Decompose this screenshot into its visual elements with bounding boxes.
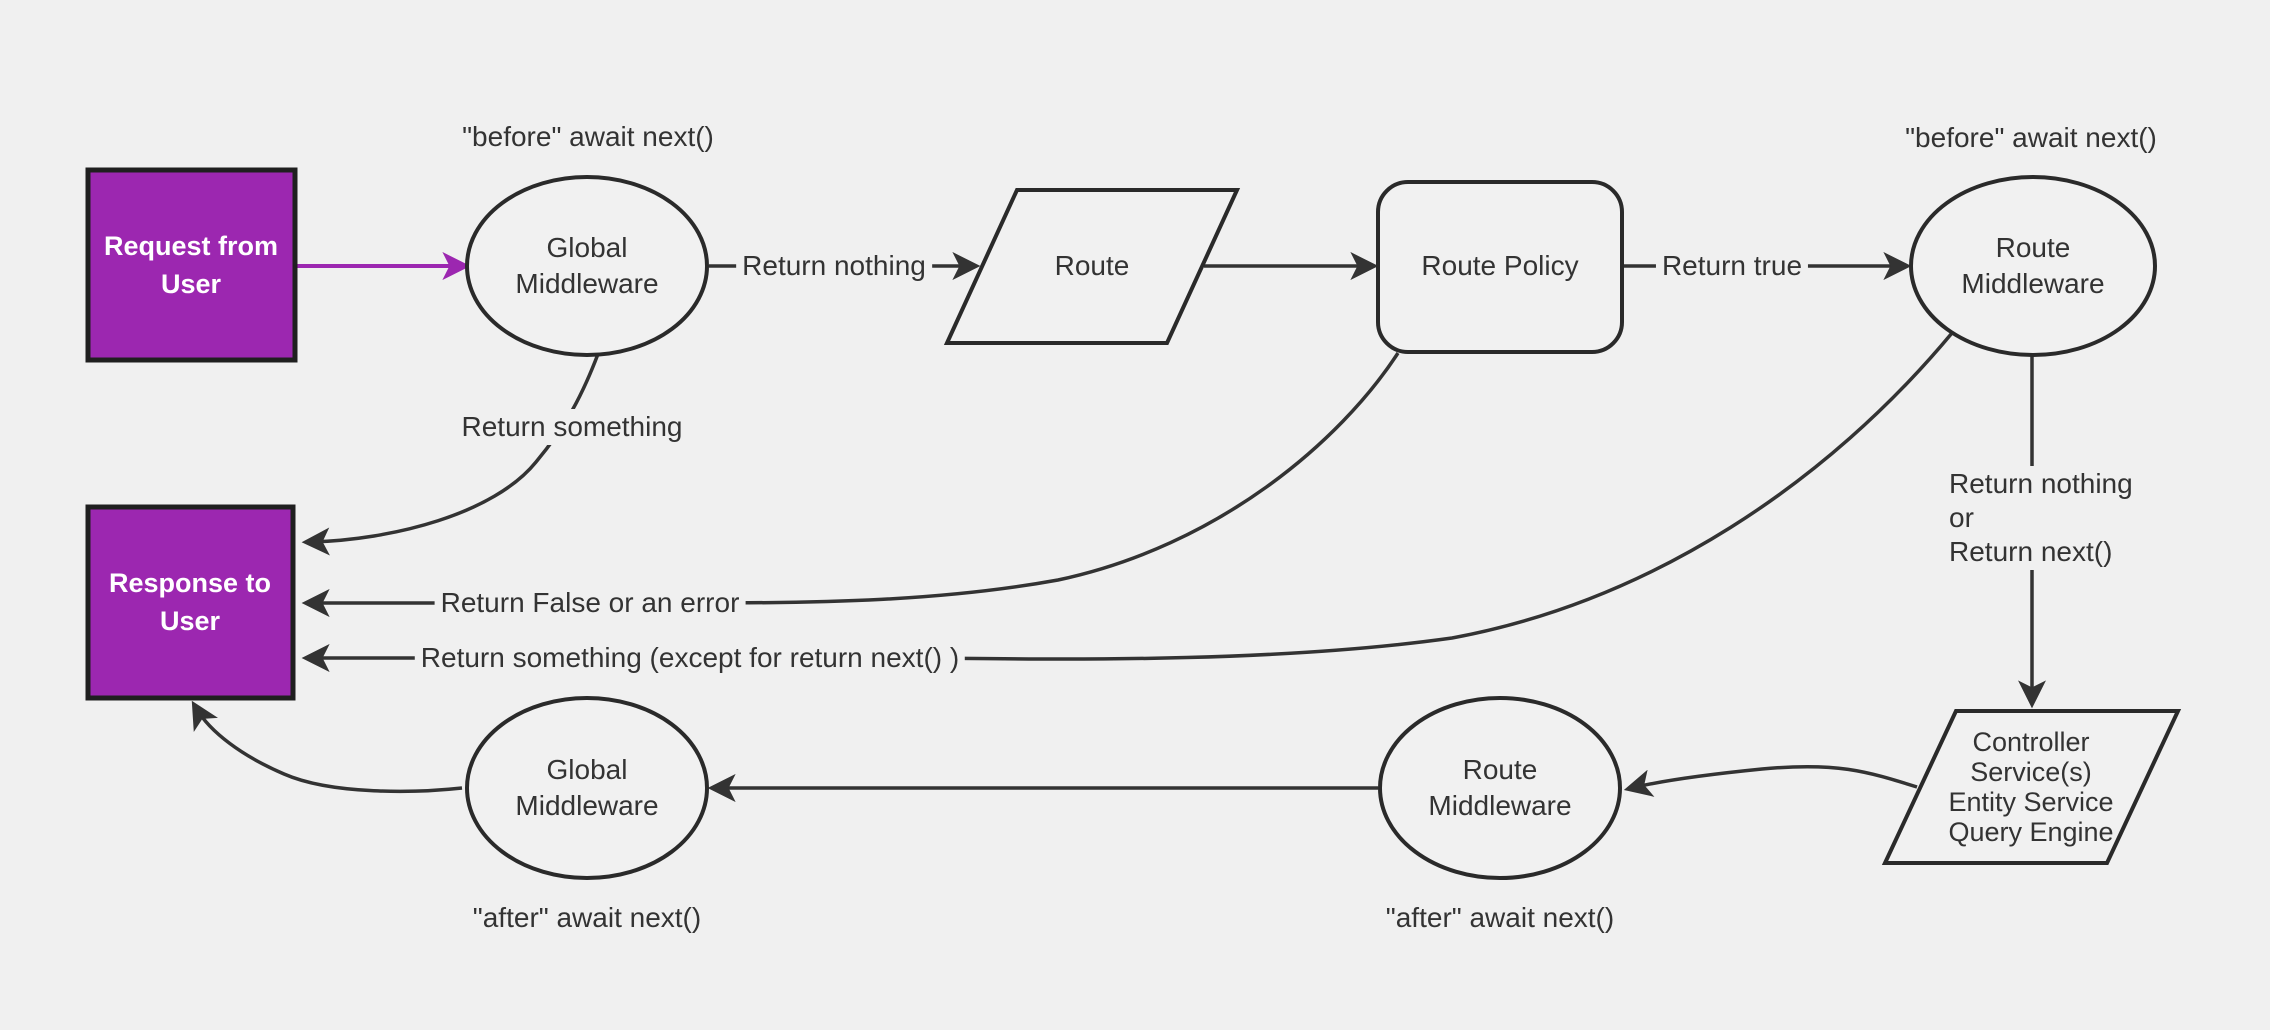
edge-label-return-nothing: Return nothing — [736, 248, 932, 284]
node-label-global-middleware-bottom: Global Middleware — [515, 754, 659, 821]
node-label-route: Route — [1054, 250, 1130, 281]
edge-label-after-await-next-left: "after" await next() — [472, 902, 702, 933]
node-global-middleware-top — [465, 175, 709, 357]
edge-global-middleware-to-response — [191, 700, 463, 794]
edge-label-before-await-next-left: "before" await next() — [462, 121, 714, 152]
edge-label-return-false-or-error: Return False or an error — [434, 585, 746, 621]
node-request-from-user — [85, 167, 298, 363]
node-route-policy — [1376, 180, 1624, 354]
node-response-to-user — [85, 504, 296, 701]
node-controller-services — [1881, 709, 2182, 865]
edge-label-return-nothing-or-next: Return nothing or Return next() — [1943, 466, 2139, 570]
node-label-global-middleware-top: Global Middleware — [515, 232, 659, 299]
node-label-route-policy: Route Policy — [1421, 250, 1579, 281]
node-route-middleware-bottom — [1378, 696, 1622, 880]
edge-label-return-something-except: Return something (except for return next… — [414, 640, 966, 676]
node-global-middleware-bottom — [465, 696, 709, 880]
edge-label-before-await-next-right: "before" await next() — [1905, 122, 2157, 153]
edge-label-after-await-next-right: "after" await next() — [1385, 902, 1615, 933]
node-route-middleware-top — [1909, 175, 2157, 357]
node-label-request-from-user: Request from User — [103, 231, 279, 299]
edge-controller-to-route-middleware-bottom — [1623, 764, 1918, 797]
node-label-route-middleware-bottom: Route Middleware — [1428, 754, 1572, 821]
edge-label-return-true: Return true — [1655, 248, 1809, 284]
node-label-route-middleware-top: Route Middleware — [1961, 232, 2105, 299]
edge-route-middleware-return-something-except — [301, 331, 1954, 672]
edge-global-middleware-return-something — [301, 353, 600, 556]
edge-label-return-something: Return something — [455, 409, 689, 445]
node-label-controller-services: Controller Service(s) Entity Service Que… — [1948, 727, 2114, 847]
edge-route-policy-return-false — [301, 352, 1400, 617]
node-route — [943, 188, 1241, 345]
node-label-response-to-user: Response to User — [108, 568, 272, 636]
